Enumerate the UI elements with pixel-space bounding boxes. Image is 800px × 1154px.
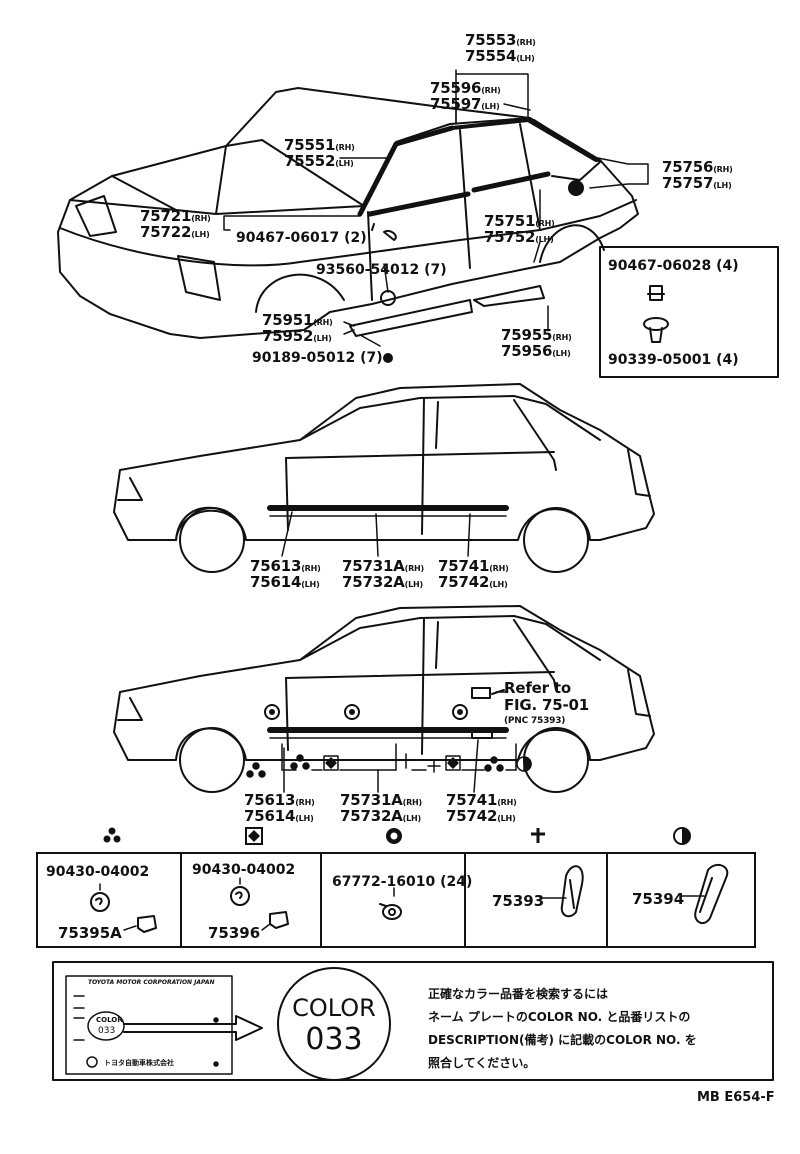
label-75752: 75752(LH) <box>484 228 554 246</box>
circle-color: COLOR <box>292 994 376 1022</box>
label-93560-54012: 93560-54012 (7) <box>316 262 447 278</box>
label-75553: 75553(RH) <box>465 31 536 49</box>
cell2-part-b: 75396 <box>208 924 261 942</box>
label-75756: 75756(RH) <box>662 158 733 176</box>
figure-code: MB E654-F <box>697 1090 775 1105</box>
low-leaders <box>283 691 507 793</box>
refer-line1: Refer to <box>504 679 571 697</box>
jp-line4: 照合してください。 <box>428 1056 536 1070</box>
low-car-drawing <box>113 605 655 793</box>
table-cell-5: 75394 <box>606 852 756 948</box>
mid-label-75614: 75614(LH) <box>250 573 320 591</box>
table-part-drawings <box>90 863 729 933</box>
label-90467-06028: 90467-06028 (4) <box>608 258 739 274</box>
label-75956: 75956(LH) <box>501 342 571 360</box>
table-cell-2: 90430-04002 75396 <box>180 852 322 948</box>
inset-clips <box>643 285 669 343</box>
inset-box-outline <box>599 246 779 378</box>
mid-label-75742: 75742(LH) <box>438 573 508 591</box>
cell3-part-a: 67772-16010 (24) <box>332 874 473 890</box>
cell5-part-a: 75394 <box>632 890 685 908</box>
cross-icon <box>531 828 545 843</box>
jp-line2: ネーム プレートのCOLOR NO. と品番リストの <box>428 1010 691 1024</box>
label-75952: 75952(LH) <box>262 327 332 345</box>
label-75955: 75955(RH) <box>501 326 572 344</box>
jp-line3: DESCRIPTION(備考) に記載のCOLOR NO. を <box>428 1033 697 1047</box>
cell4-part-a: 75393 <box>492 892 545 910</box>
refer-line2: FIG. 75-01 <box>504 696 590 714</box>
label-75721: 75721(RH) <box>140 207 211 225</box>
plate-code: 033 <box>98 1026 116 1036</box>
label-90339-05001: 90339-05001 (4) <box>608 352 739 368</box>
cell1-part-b: 75395A <box>58 924 122 942</box>
plate-title: TOYOTA MOTOR CORPORATION JAPAN <box>88 979 215 986</box>
table-cell-1: 90430-04002 75395A <box>36 852 182 948</box>
mid-label-75732A: 75732A(LH) <box>342 573 423 591</box>
label-75722: 75722(LH) <box>140 223 210 241</box>
cell1-part-a: 90430-04002 <box>46 864 150 880</box>
circle-code: 033 <box>305 1022 363 1057</box>
jp-line1: 正確なカラー品番を検索するには <box>428 987 609 1001</box>
label-75951: 75951(RH) <box>262 311 333 329</box>
table-cell-3: 67772-16010 (24) <box>320 852 472 948</box>
mid-label-75731A: 75731A(RH) <box>342 557 425 575</box>
name-plate-drawing <box>65 975 263 1075</box>
low-label-75742: 75742(LH) <box>446 807 516 825</box>
mid-label-75613: 75613(RH) <box>250 557 321 575</box>
mid-car-drawing <box>113 383 655 573</box>
color-circle <box>277 967 391 1081</box>
low-label-75732A: 75732A(LH) <box>340 807 421 825</box>
label-75554: 75554(LH) <box>465 47 535 65</box>
table-cell-4: 75393 <box>464 852 608 948</box>
low-label-75613: 75613(RH) <box>244 791 315 809</box>
plate-color: COLOR <box>96 1016 123 1024</box>
clover-icon <box>103 827 121 843</box>
low-label-75614: 75614(LH) <box>244 807 314 825</box>
mid-leaders <box>281 511 471 557</box>
label-90189-05012: 90189-05012 (7) <box>252 350 383 366</box>
ring-dot-icon <box>386 828 402 844</box>
label-75751: 75751(RH) <box>484 212 555 230</box>
label-75552: 75552(LH) <box>284 152 354 170</box>
low-label-75741: 75741(RH) <box>446 791 517 809</box>
low-label-75731A: 75731A(RH) <box>340 791 423 809</box>
cell2-part-a: 90430-04002 <box>192 862 296 878</box>
diamond-square-icon <box>245 827 263 845</box>
refer-line3: (PNC 75393) <box>504 716 566 726</box>
half-circle-icon <box>673 827 691 845</box>
label-90467-06017: 90467-06017 (2) <box>236 230 367 246</box>
label-75597: 75597(LH) <box>430 95 500 113</box>
mid-label-75741: 75741(RH) <box>438 557 509 575</box>
color-plate-outline <box>52 961 774 1081</box>
top-leaders <box>223 69 649 347</box>
low-fastener-symbols <box>246 743 532 778</box>
label-75596: 75596(RH) <box>430 79 501 97</box>
top-car-drawing <box>57 87 639 363</box>
label-75757: 75757(LH) <box>662 174 732 192</box>
label-75551: 75551(RH) <box>284 136 355 154</box>
plate-maker: トヨタ自動車株式会社 <box>104 1059 174 1067</box>
